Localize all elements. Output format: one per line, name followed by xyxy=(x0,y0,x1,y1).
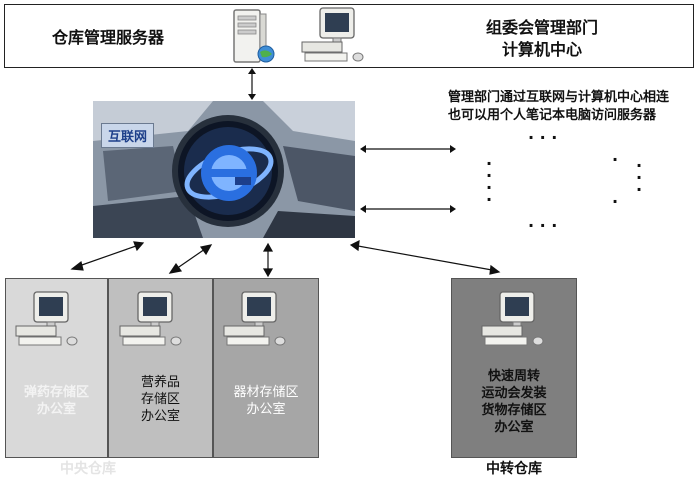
dots-icon: ··· xyxy=(636,156,643,199)
note-line-2: 也可以用个人笔记本电脑访问服务器 xyxy=(448,108,657,123)
internet-explorer-icon xyxy=(184,145,274,201)
dots-icon: · · · xyxy=(528,128,558,147)
office-label-line: 办公室 xyxy=(246,402,286,417)
office-label-line: 器材存储区 xyxy=(233,385,299,400)
office-label-line: 弹药存储区 xyxy=(23,385,89,400)
office-label-line: 办公室 xyxy=(494,420,534,435)
office-label-line: 办公室 xyxy=(140,409,180,424)
double-arrow-icon xyxy=(248,68,256,100)
office-label-line: 运动会发装 xyxy=(481,386,547,401)
dots-icon: · xyxy=(612,150,619,169)
note-line-1: 管理部门通过互联网与计算机中心相连 xyxy=(448,90,670,105)
double-arrow-icon xyxy=(360,205,456,213)
double-arrow-icon xyxy=(360,145,456,153)
office-label-line: 快速周转 xyxy=(487,369,540,384)
office-label-line: 存储区 xyxy=(140,392,180,407)
internet-hub: 互联网 xyxy=(93,101,355,238)
office-label-line: 营养品 xyxy=(140,375,180,390)
hub-label: 互联网 xyxy=(101,123,155,148)
computer-icon xyxy=(119,291,182,346)
office-label: 弹药存储区 办公室 xyxy=(5,384,108,418)
group-label-central: 中央仓库 xyxy=(60,461,116,477)
server-label: 仓库管理服务器 xyxy=(52,28,165,47)
dots-icon: · xyxy=(612,192,619,211)
office-label: 快速周转 运动会发装 货物存储区 办公室 xyxy=(451,368,577,436)
committee-label-2: 计算机中心 xyxy=(501,40,582,59)
committee-label-1: 组委会管理部门 xyxy=(485,18,598,37)
computer-icon xyxy=(223,291,286,346)
office-label-line: 货物存储区 xyxy=(481,403,547,418)
computer-icon xyxy=(301,7,364,62)
server-icon xyxy=(233,9,275,63)
group-label-transfer: 中转仓库 xyxy=(486,461,542,477)
office-label-line: 办公室 xyxy=(36,402,76,417)
dots-icon: · · · xyxy=(528,216,558,235)
office-label: 营养品 存储区 办公室 xyxy=(108,374,213,425)
dots-icon: ···· xyxy=(486,154,493,209)
office-label: 器材存储区 办公室 xyxy=(213,384,319,418)
computer-icon xyxy=(481,291,544,346)
computer-icon xyxy=(15,291,78,346)
